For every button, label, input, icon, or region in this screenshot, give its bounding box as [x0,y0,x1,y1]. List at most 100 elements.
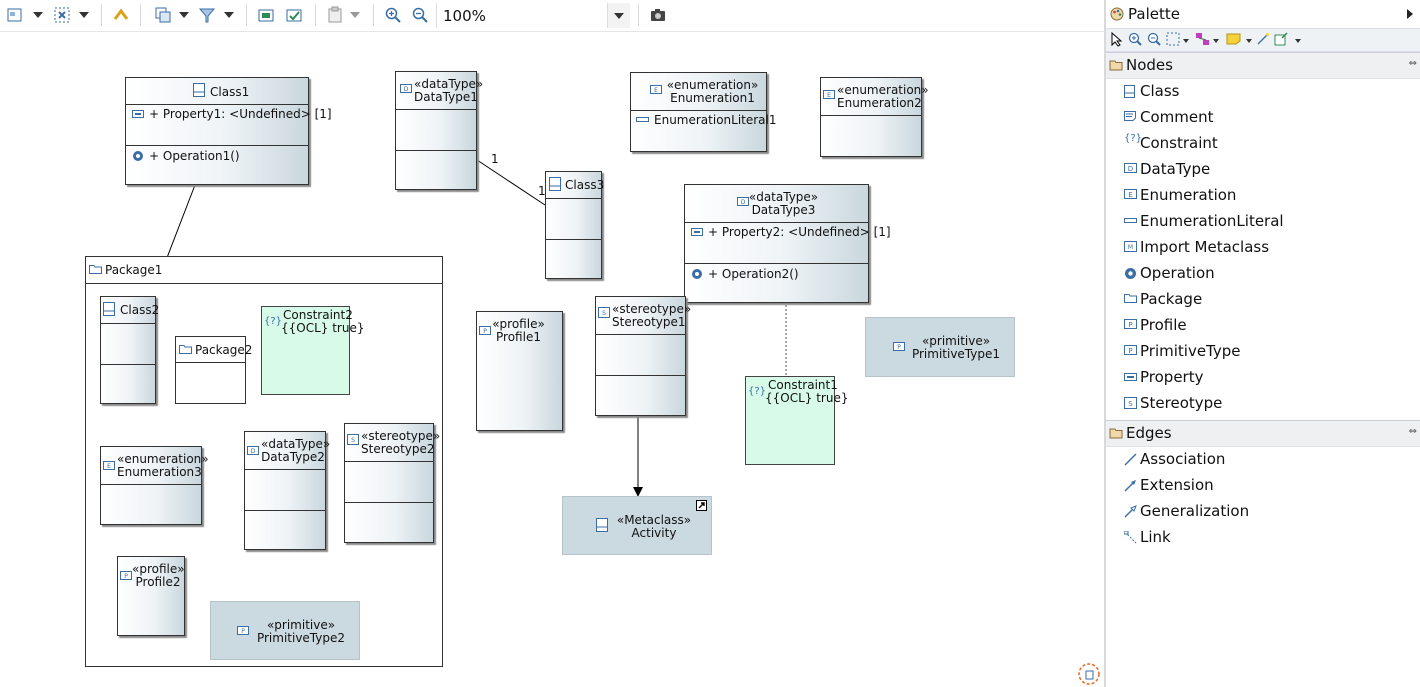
palette-item-enumerationliteral[interactable]: EnumerationLiteral [1124,210,1414,234]
palette-item-association[interactable]: Association [1124,448,1414,472]
comment-icon [1124,111,1136,121]
chevron-down-icon[interactable] [33,12,43,18]
operation-icon [133,151,143,161]
datatype3-property[interactable]: + Property2: <Undefined> [1] [708,225,891,239]
palette-item-generalization[interactable]: Generalization [1124,500,1414,524]
camera-icon[interactable] [649,6,667,24]
zoom-out-icon[interactable] [411,6,429,24]
profile2-name: Profile2 [135,575,181,589]
palette-item-class[interactable]: Class [1124,80,1414,104]
palette-item-extension[interactable]: Extension [1124,474,1414,498]
zoom-in-icon[interactable] [384,6,402,24]
datatype3-operation[interactable]: + Operation2() [708,267,799,281]
diagram-canvas[interactable]: 1 1 Class1 + Property1: <Undefined> [1] … [0,32,1104,687]
package2-node[interactable]: Package2 [175,336,252,404]
association-multiplicity-source: 1 [491,152,499,166]
palette-item-enumeration[interactable]: E Enumeration [1124,184,1414,208]
drawer-pin-icon[interactable]: ⇔ [1408,58,1417,69]
refresh-diagram-icon[interactable] [285,6,303,24]
association-multiplicity-target: 1 [538,184,546,198]
datatype1-node[interactable]: D «dataType» DataType1 [395,71,483,190]
select-all-icon[interactable] [6,6,24,24]
class1-property[interactable]: + Property1: <Undefined> [1] [149,107,332,121]
datatype-icon: D [400,84,412,93]
palette-item-link[interactable]: Link [1124,526,1414,550]
select-tool-icon[interactable] [1110,32,1124,47]
palette-item-constraint[interactable]: {?} Constraint [1124,132,1414,156]
stereotype2-node[interactable]: S «stereotype» Stereotype2 [344,423,440,543]
profile2-node[interactable]: P «profile» Profile2 [117,556,185,636]
select-shapes-icon[interactable] [53,6,71,24]
edges-drawer[interactable]: Edges ⇔ [1106,420,1420,447]
zoom-combo[interactable]: 100% [436,3,630,28]
collapse-palette-icon[interactable] [1406,9,1414,19]
class2-node[interactable]: Class2 [100,296,159,404]
arrange-icon[interactable] [112,6,130,24]
package-icon [179,345,192,354]
metaclass-header: «Metaclass» Activity [611,514,697,540]
nodes-drawer[interactable]: Nodes ⇔ [1106,52,1420,79]
palette-item-package[interactable]: Package [1124,288,1414,312]
chevron-down-icon[interactable] [224,12,234,18]
palette-item-stereotype[interactable]: S Stereotype [1124,392,1414,416]
chevron-down-icon[interactable] [1183,39,1189,43]
paste-icon[interactable] [326,6,344,24]
class3-node[interactable]: Class3 [545,171,604,279]
enumeration1-literal[interactable]: EnumerationLiteral1 [654,113,777,127]
datatype3-attributes: + Property2: <Undefined> [1] [685,222,891,264]
association-edge[interactable] [476,159,546,206]
zoom-in-tool-icon[interactable] [1128,32,1142,46]
enumeration1-node[interactable]: E «enumeration» Enumeration1 Enumeration… [630,72,777,152]
palette-item-datatype[interactable]: D DataType [1124,158,1414,182]
class1-node[interactable]: Class1 + Property1: <Undefined> [1] + Op… [125,77,332,186]
palette-item-primitivetype[interactable]: P PrimitiveType [1124,340,1414,364]
constraint2-spec[interactable]: {{OCL} true} [281,321,365,335]
note-tool-icon[interactable] [1226,33,1241,45]
zoom-dropdown-button[interactable] [607,3,630,28]
show-related-icon[interactable] [257,6,275,24]
chevron-down-icon[interactable] [79,12,89,18]
profile1-node[interactable]: P «profile» Profile1 [476,311,563,431]
marquee-connections-icon[interactable] [1195,32,1210,46]
drawer-pin-icon[interactable]: ⇔ [1408,426,1417,437]
chevron-down-icon[interactable] [179,12,189,18]
enumeration3-node[interactable]: E «enumeration» Enumeration3 [100,446,209,525]
constraint1-node[interactable]: {?} Constraint1 {{OCL} true} [745,376,849,465]
primitivetype2-node[interactable]: P «primitive» PrimitiveType2 [210,601,360,660]
validation-status-icon[interactable] [1077,662,1101,686]
palette-item-profile[interactable]: P Profile [1124,314,1414,338]
profile2-stereotype: «profile» [132,562,185,576]
image-tool-icon[interactable] [1274,32,1288,46]
class1-attributes: + Property1: <Undefined> [1] [126,104,332,146]
chevron-down-icon[interactable] [1295,39,1301,43]
filter-icon[interactable] [198,6,216,24]
primitivetype1-node[interactable]: P «primitive» PrimitiveType1 [865,317,1015,377]
palette-item-property[interactable]: Property [1124,366,1414,390]
note-attachment-icon[interactable] [1256,32,1270,46]
chevron-down-icon[interactable] [1213,39,1219,43]
svg-text:M: M [1128,244,1133,251]
palette-item-import-metaclass[interactable]: M Import Metaclass [1124,236,1414,260]
folder-open-icon [1109,60,1123,71]
zoom-value[interactable]: 100% [443,7,486,25]
datatype2-node[interactable]: D «dataType» DataType2 [244,431,330,550]
chevron-down-icon[interactable] [350,12,360,18]
palette-item-operation[interactable]: Operation [1124,262,1414,286]
enumeration2-node[interactable]: E «enumeration» Enumeration2 [820,77,929,157]
editor-palette-divider[interactable] [1104,0,1106,687]
class1-operations: + Operation1() [126,145,308,186]
stereotype1-node[interactable]: S «stereotype» Stereotype1 [595,296,691,416]
constraint2-node[interactable]: {?} Constraint2 {{OCL} true} [261,306,365,395]
palette-item-label: Operation [1140,264,1215,282]
class1-operation[interactable]: + Operation1() [149,149,240,163]
metaclass-activity-node[interactable]: «Metaclass» Activity [562,496,712,555]
zoom-out-tool-icon[interactable] [1147,32,1161,46]
enumeration-icon: E [103,461,115,470]
chevron-down-icon[interactable] [1246,39,1252,43]
palette-item-comment[interactable]: Comment [1124,106,1414,130]
copy-format-icon[interactable] [154,6,172,24]
constraint1-spec[interactable]: {{OCL} true} [765,391,849,405]
marquee-tool-icon[interactable] [1166,32,1180,46]
datatype3-node[interactable]: D «dataType» DataType3 + Property2: <Und… [684,184,891,303]
datatype1-header: «dataType» DataType1 [414,78,483,104]
